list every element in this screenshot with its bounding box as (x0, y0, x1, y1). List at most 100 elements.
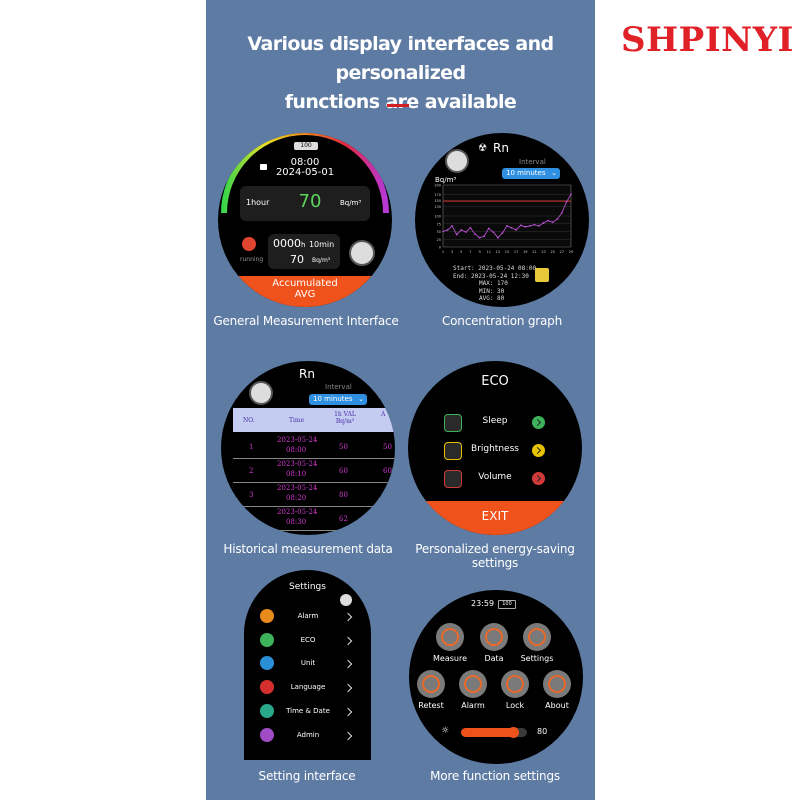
chevron-right-icon (343, 731, 353, 740)
exit-button[interactable]: EXIT (408, 501, 582, 535)
x-tick-label: 7 (469, 250, 471, 254)
data-point (524, 225, 527, 228)
current-value: 70 (298, 191, 322, 212)
data-point (455, 233, 458, 236)
export-icon[interactable] (535, 268, 549, 282)
row-time: 08:10 (286, 470, 307, 478)
chevron-right-icon (343, 612, 353, 622)
toggle-button[interactable] (445, 149, 469, 173)
table-header: NO. Time 1h VAL Bq/m³ A (233, 408, 395, 432)
chevron-right-icon (343, 636, 353, 645)
about-label: About (545, 701, 569, 710)
interval-select[interactable]: 10 minutes⌄ (502, 168, 560, 179)
avg-label: AVG (294, 289, 316, 300)
data-label: Data (484, 654, 504, 663)
settings-item-unit[interactable]: Unit (244, 656, 371, 672)
about-button[interactable] (543, 670, 571, 698)
data-point (501, 232, 504, 234)
row-no: 3 (249, 491, 254, 499)
duration-minutes: 10min (308, 240, 335, 249)
data-point (483, 235, 486, 238)
settings-item-alarm[interactable]: Alarm (244, 609, 371, 625)
data-point (542, 221, 545, 224)
column-avg: A (381, 411, 386, 418)
retest-button[interactable] (417, 670, 445, 698)
brightness-fill (461, 728, 514, 737)
row-date: 2023-05-24 (277, 460, 318, 468)
x-tick-label: 3 (451, 250, 453, 254)
settings-item-admin[interactable]: Admin (244, 727, 371, 744)
eco-item-brightness[interactable]: Brightness (408, 442, 582, 460)
accumulated-value: 70 (290, 253, 304, 266)
row-time: 08:30 (286, 518, 307, 526)
lock-button[interactable] (501, 670, 529, 698)
settings-item-icon (260, 656, 274, 671)
measure-button[interactable] (436, 623, 464, 651)
settings-title: Settings (289, 582, 326, 592)
y-tick-label: 200 (434, 184, 441, 188)
measure-label: Measure (433, 654, 467, 663)
toggle-button[interactable] (249, 381, 273, 405)
y-tick-label: 100 (434, 215, 441, 219)
data-point (515, 229, 518, 231)
data-button[interactable] (480, 623, 508, 651)
alarm-button[interactable] (459, 670, 487, 698)
interval-label: Interval (325, 383, 352, 391)
divider (387, 104, 409, 107)
brightness-knob[interactable] (507, 727, 519, 738)
history-screen: Rn Interval 10 minutes ⌄ NO. Time 1h VAL … (221, 361, 395, 535)
data-point (464, 231, 467, 234)
chevron-right-icon[interactable] (532, 444, 545, 457)
chevron-right-icon (343, 683, 353, 693)
history-title: Rn (299, 367, 315, 381)
eco-item-volume[interactable]: Volume (408, 470, 582, 488)
eco-item-label: Brightness (471, 444, 519, 454)
data-point (528, 225, 531, 227)
toggle-button[interactable] (349, 240, 375, 266)
column-no: NO. (243, 417, 255, 424)
info-avg: AVG: 80 (479, 295, 505, 302)
data-point (460, 229, 463, 231)
row-date: 2023-05-24 (277, 508, 318, 516)
settings-item-label: Language (290, 683, 326, 692)
settings-item-language[interactable]: Language (244, 680, 371, 696)
settings-item-label: Alarm (297, 612, 319, 620)
settings-button[interactable] (523, 623, 551, 651)
settings-item-time-date[interactable]: Time & Date (244, 703, 371, 720)
y-tick-label: 170 (434, 193, 441, 197)
chevron-right-icon[interactable] (532, 416, 545, 429)
duration-card: 0000h 10min 70 Bq/m³ (268, 234, 340, 269)
exit-label: EXIT (481, 509, 509, 523)
data-point (487, 227, 490, 230)
x-tick-label: 23 (541, 250, 545, 254)
color-arc (221, 133, 389, 214)
lock-icon[interactable] (260, 164, 267, 170)
row-time: 08:00 (286, 446, 307, 454)
accumulated-avg-button[interactable]: Accumulated AVG (218, 276, 392, 307)
eco-item-sleep[interactable]: Sleep (408, 414, 582, 432)
x-tick-label: 1 (442, 250, 444, 254)
settings-item-icon (260, 609, 274, 623)
interval-select[interactable]: 10 minutes ⌄ (309, 394, 367, 405)
row-value: 62 (339, 515, 348, 523)
chevron-down-icon: ⌄ (358, 395, 364, 403)
chevron-right-icon[interactable] (532, 472, 545, 485)
settings-item-icon (260, 703, 274, 718)
brightness-slider[interactable] (461, 727, 527, 738)
settings-item-eco[interactable]: ECO (244, 632, 371, 649)
toggle-button[interactable] (340, 594, 352, 606)
data-point (519, 224, 522, 227)
interval-value: 10 minutes (313, 395, 353, 403)
info-max: MAX: 170 (479, 280, 508, 287)
duration-hour-unit: h (301, 241, 306, 249)
info-min: MIN: 30 (479, 287, 505, 295)
graph-unit: Bq/m³ (435, 176, 457, 184)
clock-time: 08:00 (290, 157, 320, 168)
data-point (446, 229, 449, 231)
eco-item-label: Sleep (482, 416, 508, 426)
value-unit: Bq/m³ (340, 199, 362, 207)
x-tick-label: 27 (560, 250, 564, 254)
